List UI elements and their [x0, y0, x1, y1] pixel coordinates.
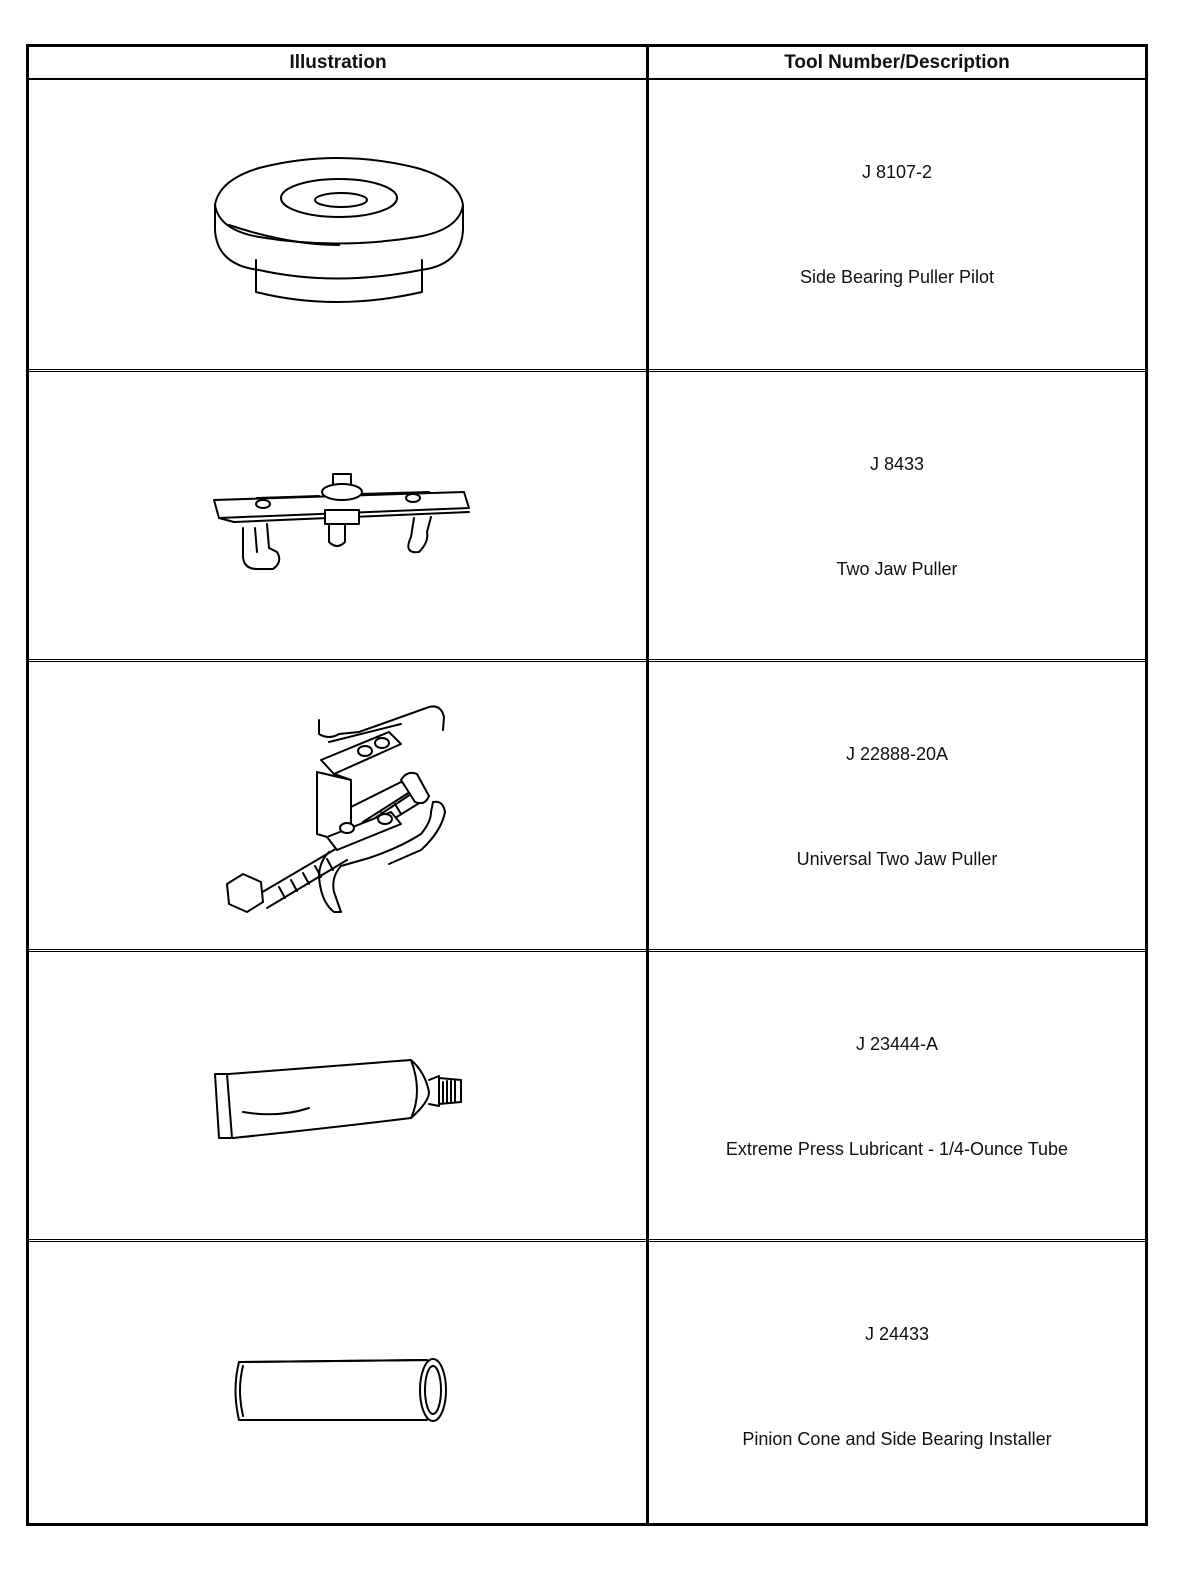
two-jaw-puller-icon: [213, 473, 470, 570]
universal-two-jaw-puller-icon: [226, 705, 446, 913]
tools-table: Illustration Tool Number/Description J 8…: [26, 44, 1148, 1526]
illustration-cell: [29, 80, 646, 369]
illustration-cell: [29, 662, 646, 949]
tool-name: Two Jaw Puller: [836, 559, 958, 579]
header-illustration: Illustration: [289, 52, 387, 73]
table-row: J 8433 Two Jaw Puller: [29, 369, 1145, 659]
tool-number: J 22888-20A: [845, 744, 949, 764]
bearing-puller-pilot-icon: [214, 157, 464, 303]
tool-number: J 24433: [864, 1324, 930, 1344]
table-row: J 22888-20A Universal Two Jaw Puller: [29, 659, 1145, 949]
lubricant-tube-icon: [214, 1059, 462, 1139]
tool-name: Pinion Cone and Side Bearing Installer: [742, 1429, 1052, 1449]
table-row: J 24433 Pinion Cone and Side Bearing Ins…: [29, 1239, 1145, 1523]
tool-name: Universal Two Jaw Puller: [796, 849, 998, 869]
tool-number: J 8107-2: [861, 162, 933, 182]
table-row: J 8107-2 Side Bearing Puller Pilot: [29, 80, 1145, 369]
illustration-cell: [29, 1242, 646, 1523]
tool-number: J 23444-A: [855, 1034, 939, 1054]
illustration-cell: [29, 372, 646, 659]
tool-name: Extreme Press Lubricant - 1/4-Ounce Tube: [725, 1139, 1069, 1159]
table-row: J 23444-A Extreme Press Lubricant - 1/4-…: [29, 949, 1145, 1239]
table-header: Illustration Tool Number/Description: [29, 47, 1145, 80]
tool-name: Side Bearing Puller Pilot: [799, 267, 995, 287]
column-divider: [646, 47, 649, 1523]
illustration-cell: [29, 952, 646, 1239]
tool-number: J 8433: [869, 454, 925, 474]
header-description: Tool Number/Description: [784, 52, 1010, 73]
bearing-installer-icon: [234, 1358, 447, 1422]
